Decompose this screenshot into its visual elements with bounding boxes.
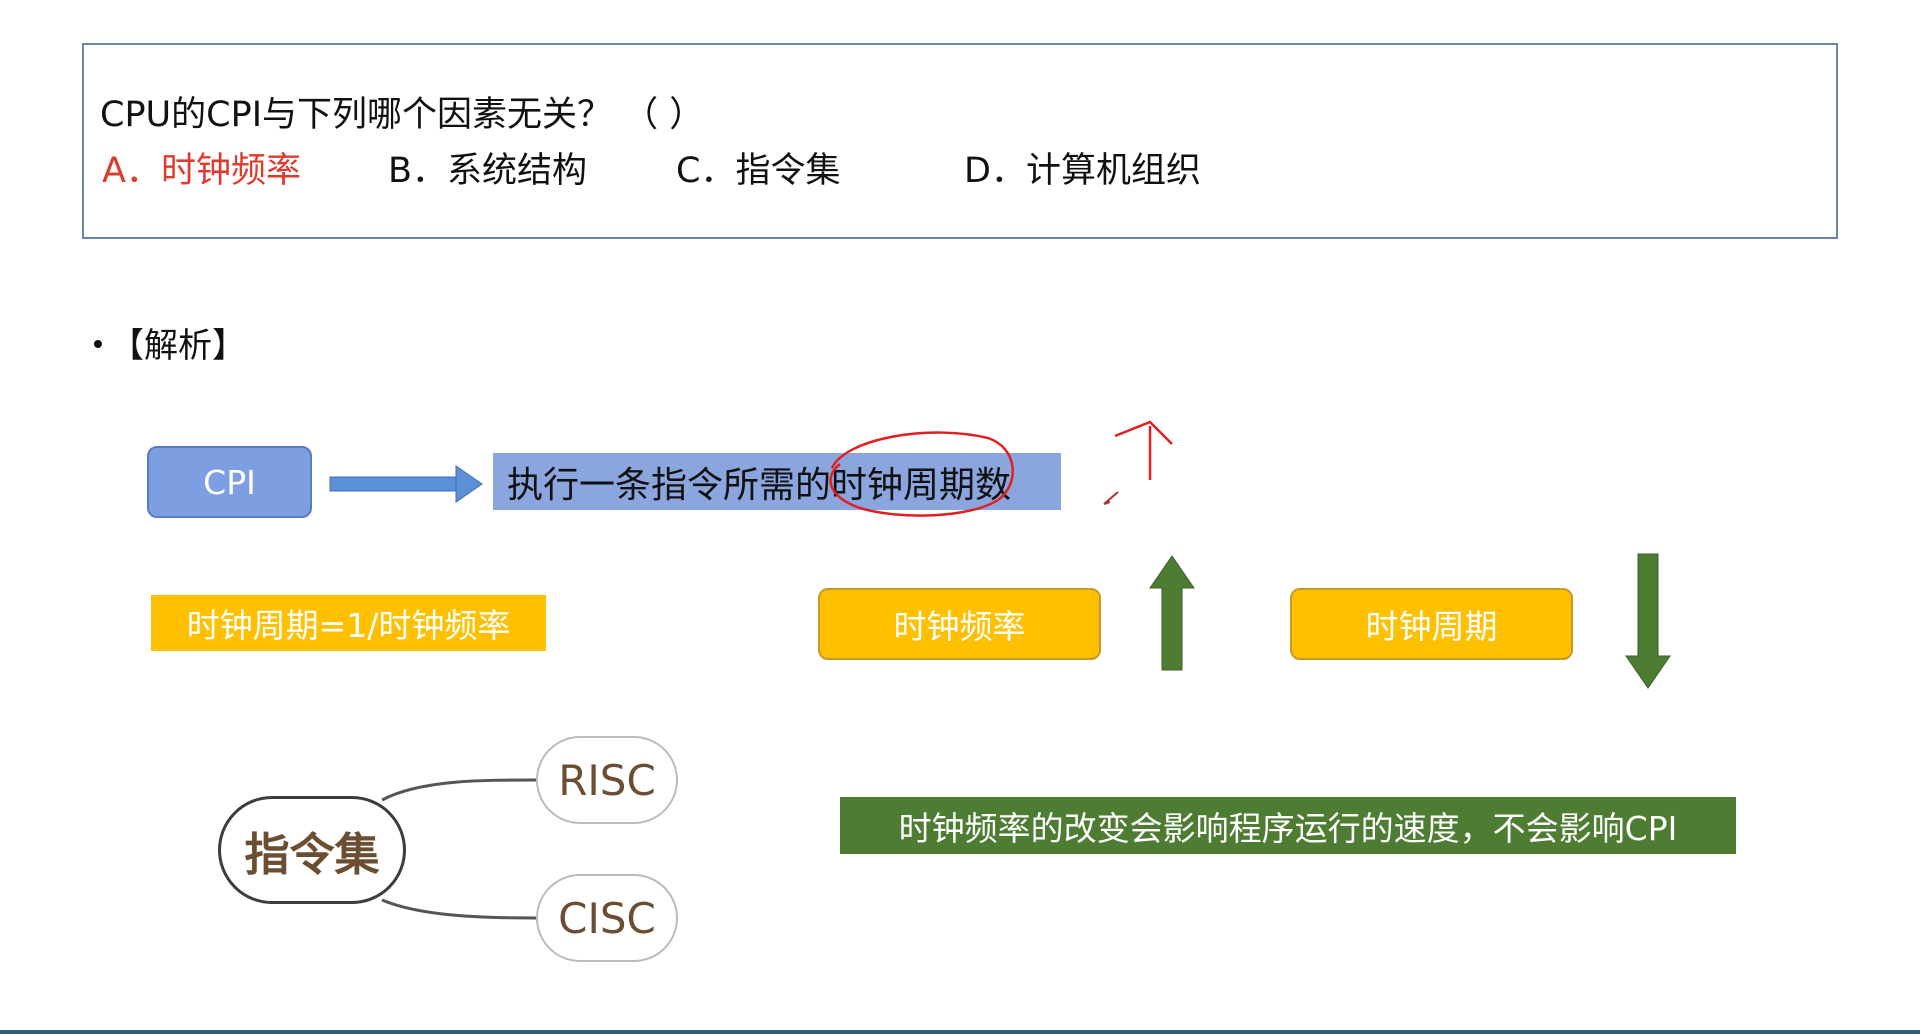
option-c: C．指令集 xyxy=(676,151,841,191)
analysis-heading: 【解析】 xyxy=(94,318,246,367)
analysis-heading-text: 【解析】 xyxy=(110,326,246,366)
bullet-icon xyxy=(94,339,102,348)
conclusion-text: 时钟频率的改变会影响程序运行的速度，不会影响CPI xyxy=(898,808,1678,848)
formula-box: 时钟周期=1/时钟频率 xyxy=(151,595,546,651)
clock-frequency-label: 时钟频率 xyxy=(893,607,1026,646)
cpi-label: CPI xyxy=(203,462,256,502)
question-box xyxy=(82,43,1838,239)
option-b: B．系统结构 xyxy=(388,151,588,191)
clock-period-box: 时钟周期 xyxy=(1290,588,1573,660)
option-d: D．计算机组织 xyxy=(964,151,1201,191)
red-circle-annotation-icon xyxy=(829,431,1014,517)
cpi-box: CPI xyxy=(147,446,312,518)
blue-right-arrow-icon xyxy=(329,465,483,503)
green-down-arrow-icon xyxy=(1625,553,1671,689)
cpi-definition: 执行一条指令所需的时钟周期数 xyxy=(507,464,1012,506)
connector-cisc xyxy=(381,898,537,920)
connector-risc xyxy=(381,778,537,802)
clock-frequency-box: 时钟频率 xyxy=(818,588,1101,660)
option-a: A．时钟频率 xyxy=(102,151,301,191)
cisc-label: CISC xyxy=(558,893,656,943)
instruction-set-node: 指令集 xyxy=(218,796,406,904)
conclusion-box: 时钟频率的改变会影响程序运行的速度，不会影响CPI xyxy=(840,797,1736,854)
red-up-arrow-icon xyxy=(1114,420,1173,480)
pen-cursor-icon xyxy=(1103,491,1119,505)
green-up-arrow-icon xyxy=(1149,555,1195,671)
cisc-node: CISC xyxy=(536,874,678,962)
formula-text: 时钟周期=1/时钟频率 xyxy=(186,606,511,645)
risc-label: RISC xyxy=(558,755,656,805)
question-text: CPU的CPI与下列哪个因素无关？ （ ） xyxy=(100,95,705,135)
risc-node: RISC xyxy=(536,736,678,824)
bottom-bar xyxy=(0,1030,1920,1034)
instruction-set-label: 指令集 xyxy=(244,827,380,881)
cpi-definition-box: 执行一条指令所需的时钟周期数 xyxy=(493,453,1061,510)
clock-period-label: 时钟周期 xyxy=(1365,607,1498,646)
